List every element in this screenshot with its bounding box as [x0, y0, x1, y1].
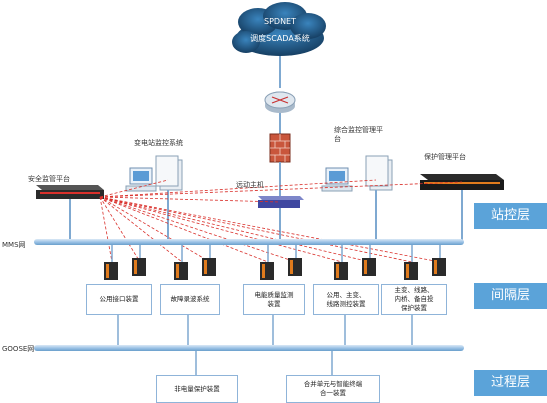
bay-device-icon	[288, 258, 302, 276]
bay-box-fault-recorder: 故障录波系统	[160, 284, 220, 315]
mms-network-label: MMS网	[2, 241, 26, 249]
process-box-merging-unit: 合并单元与智能终端 合一装置	[286, 375, 380, 403]
bay-box-power-quality: 电能质量监测 装置	[243, 284, 305, 315]
bay-device-icon	[104, 262, 118, 280]
bay-device-icon	[334, 262, 348, 280]
server-rack-icon	[36, 185, 104, 199]
security-links	[99, 179, 463, 263]
remote-host-label: 远动主机	[236, 181, 264, 189]
bay-devices	[104, 258, 446, 280]
bay-box-measurement-control: 公用、主变、 线路测控装置	[313, 284, 379, 315]
protection-platform-label: 保护管理平台	[424, 153, 466, 161]
firewall-icon	[269, 133, 291, 163]
process-box-non-electrical: 非电量保护装置	[156, 375, 238, 403]
bay-device-icon	[404, 262, 418, 280]
bay-device-icon	[362, 258, 376, 276]
bay-device-icon	[432, 258, 446, 276]
switch-icon	[258, 196, 304, 208]
process-layer-band: 过程层	[474, 370, 547, 396]
station-layer-band: 站控层	[474, 203, 547, 229]
server-rack-icon	[420, 174, 504, 190]
bay-device-icon	[132, 258, 146, 276]
goose-network-label: GOOSE网	[2, 345, 35, 353]
cloud-icon	[232, 2, 326, 56]
bay-box-public-interface: 公用接口装置	[86, 284, 152, 315]
mms-network-bar	[34, 239, 464, 245]
workstation-icon	[321, 155, 393, 192]
cloud-subtitle: 调度SCADA系统	[250, 34, 310, 43]
bay-box-protection: 主变、线路、 内桥、备自投 保护装置	[381, 284, 447, 315]
security-platform-label: 安全监管平台	[28, 175, 70, 183]
bay-layer-band: 间隔层	[474, 283, 547, 309]
integrated-monitoring-label: 综合监控管理平台	[334, 126, 383, 143]
cloud-title: SPDNET	[264, 17, 296, 26]
goose-network-bar	[34, 345, 464, 351]
substation-monitoring-label: 变电站监控系统	[134, 139, 183, 147]
bay-device-icon	[174, 262, 188, 280]
bay-device-icon	[260, 262, 274, 280]
workstation-icon	[125, 155, 183, 192]
router-icon	[264, 91, 296, 113]
bay-device-icon	[202, 258, 216, 276]
